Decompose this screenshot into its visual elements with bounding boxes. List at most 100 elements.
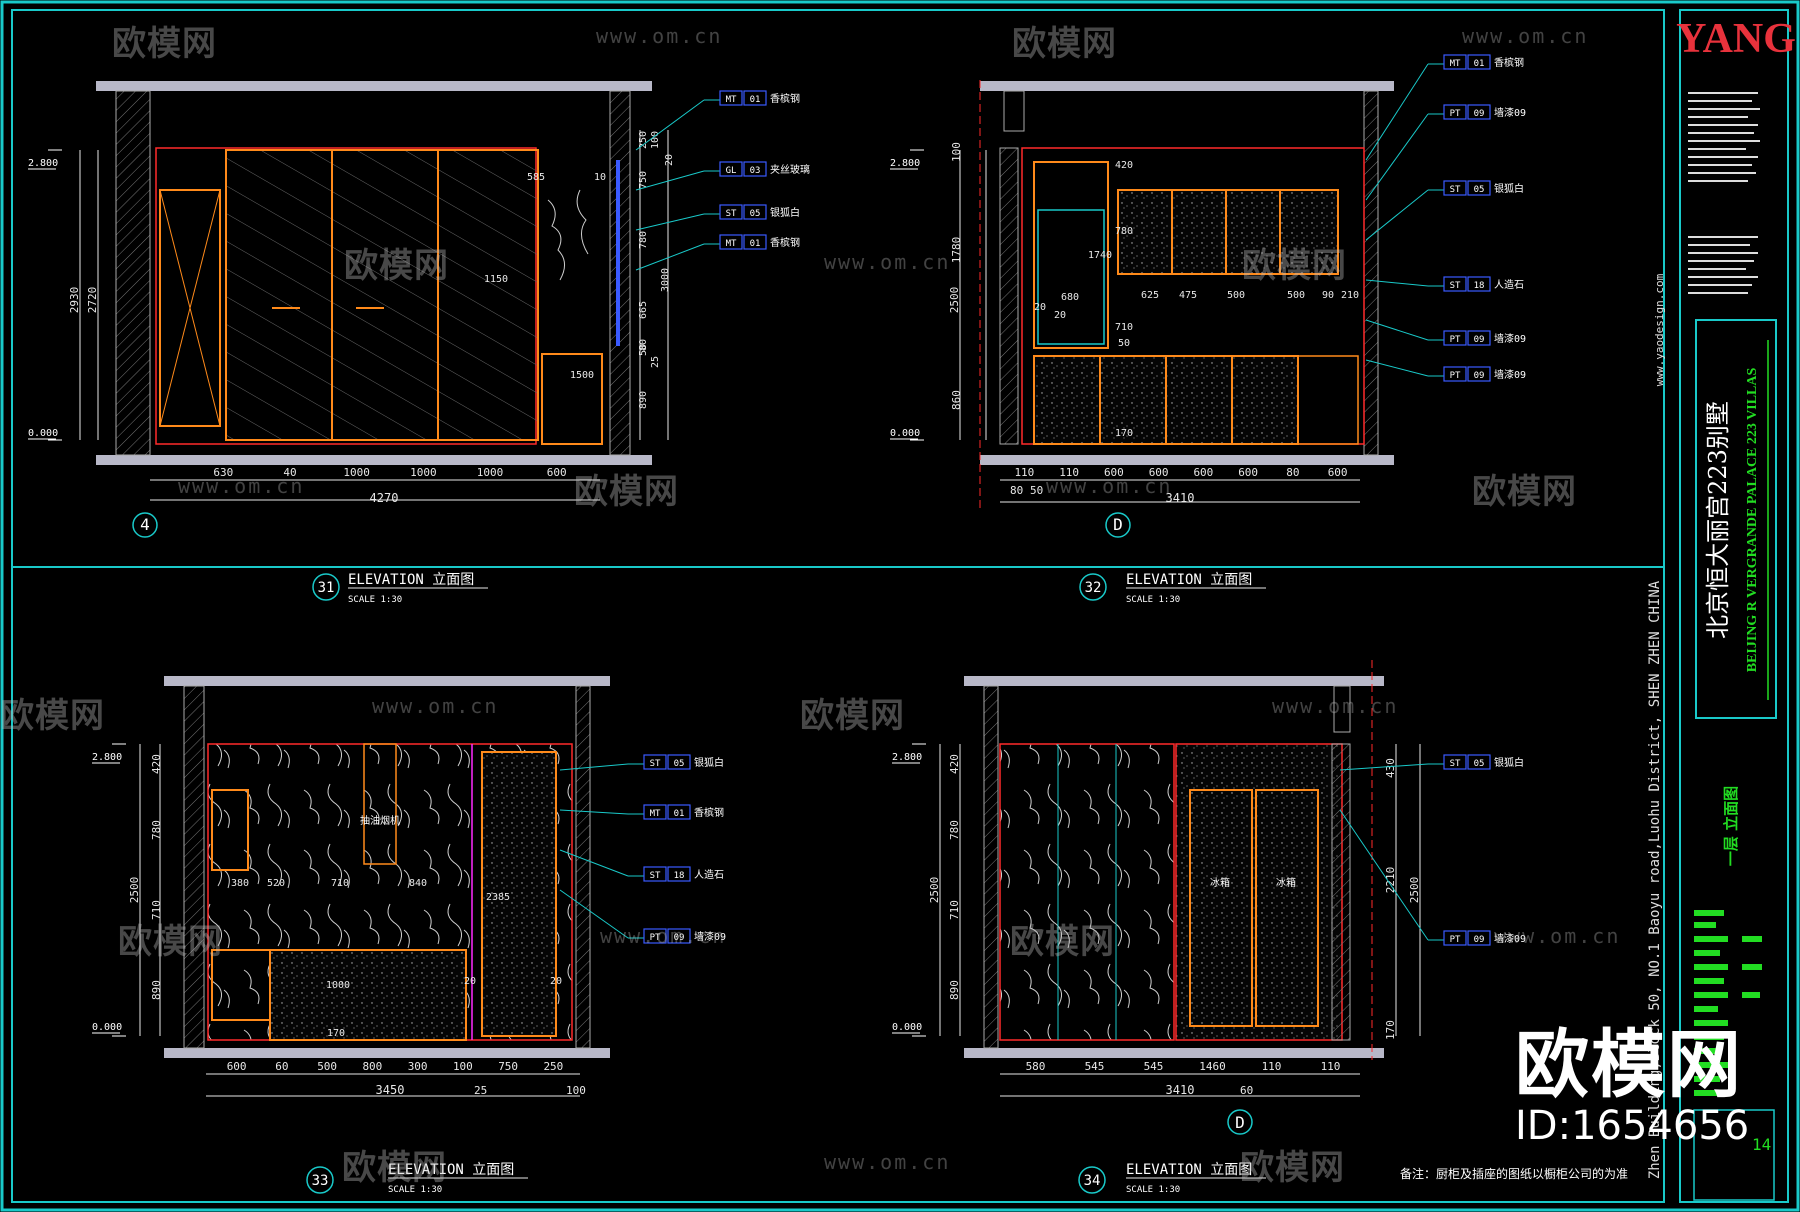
watermark-url: www.om.cn [178,474,305,498]
dimension-label: 3000 [660,268,671,292]
watermark-url: www.om.cn [824,250,951,274]
dimension-label: 750 [498,1060,518,1073]
dimension-label: 100 [566,1084,586,1097]
elevation-title: ELEVATION 立面图 [1126,1162,1252,1178]
dimension-label: 475 [1179,290,1197,301]
material-label: 银狐白 [770,206,800,219]
dimension-label: 60 [1240,1084,1253,1097]
elevation-number: 31 [318,580,335,596]
material-label: 人造石 [1494,278,1524,291]
dimension-label: 890 [948,980,961,1000]
watermark-brand-large: 欧模网 [1515,1022,1743,1108]
wall-right [1363,90,1379,456]
wall-left [983,685,999,1049]
elevation-33 [139,676,610,1097]
elevation-34 [939,660,1421,1135]
elevation-title: ELEVATION 立面图 [1126,572,1252,588]
door-panel [331,149,439,441]
dimension-label: 520 [267,878,285,889]
dimension-label: 780 [638,231,649,249]
wall-right [1331,743,1351,1041]
material-code-box [1443,180,1467,196]
material-code-box [643,804,667,820]
material-label: 银狐白 [1494,182,1524,195]
material-code: ST [650,871,661,881]
dimension-label: 170 [1115,428,1133,439]
dimension-label: 380 [231,878,249,889]
tag-leader [635,213,705,231]
dimension-label: 710 [150,900,163,920]
dimension-label: 710 [1115,322,1133,333]
tag-leader [1365,319,1429,341]
material-number: 18 [1474,281,1485,291]
dimension-label: 890 [638,391,649,409]
dimension-label: 1780 [950,237,963,264]
dimension-label: 2210 [1384,867,1397,894]
material-number-box [1467,104,1491,120]
dimension-label: 600 [1238,466,1258,479]
slab-top [964,676,1384,686]
material-number: 05 [1474,185,1485,195]
material-label: 墙漆09 [1494,106,1526,119]
dimension-label: 630 [213,466,233,479]
level-marker: 0.000 [92,1022,122,1033]
dimension-label: 585 [527,172,545,183]
wall-left [115,90,151,456]
dimension-label: 60 [275,1060,288,1073]
beam [1003,90,1025,132]
level-marker: 0.000 [890,428,920,439]
level-marker: 0.000 [28,428,58,439]
tall-storage [1175,743,1343,1041]
dimension-label: 600 [1193,466,1213,479]
slab-bottom [164,1048,610,1058]
material-code-box [643,866,667,882]
material-code: PT [650,933,661,943]
title-website: www.yaodesign.com [1653,273,1666,386]
dimension-label: 2500 [1408,877,1421,904]
material-number: 05 [750,209,761,219]
tag-leader [1339,763,1429,771]
wall-left [183,685,205,1049]
title-address: Zhen Building,Block 50, NO.1 Baoyu road,… [1647,580,1663,1179]
dimension-label: 20 [664,154,675,166]
material-code: MT [1450,59,1461,69]
elevation-scale: SCALE 1:30 [348,595,402,605]
material-code-box [1443,276,1467,292]
material-code: PT [1450,371,1461,381]
dimension-label: 840 [409,878,427,889]
material-number: 09 [1474,109,1485,119]
dimension-label: 40 [283,466,296,479]
window-frame [1033,161,1109,349]
dimension-label: 250 [638,131,649,149]
material-number: 01 [750,239,761,249]
tag-leader [635,170,705,191]
watermark-url: www.om.cn [824,1150,951,1174]
dimension-label: 50 [638,344,649,356]
low-cabinet [541,353,603,445]
watermark-url: www.om.cn [600,924,727,948]
range-hood [363,743,397,865]
tag-leader [1339,809,1429,941]
sheet-number: 14 [1752,1135,1771,1154]
slab-bottom [964,1048,1384,1058]
dimension-label: 110 [1262,1060,1282,1073]
dimension-label: 25 [474,1084,487,1097]
watermark-url: www.om.cn [1046,474,1173,498]
material-code-box [1443,754,1467,770]
dimension-label: 170 [1384,1020,1397,1040]
title-block: YANG www.yaodesign.com 北京恒大丽宫223别墅 BEIJI… [1647,9,1796,1203]
material-number-box [1467,330,1491,346]
material-number-box [1467,754,1491,770]
dimension-label: 110 [1014,466,1034,479]
upper-cabinets [1117,189,1339,275]
dimension-label: 780 [948,820,961,840]
dimension-label: 420 [948,754,961,774]
dimension-label: 20 [1034,302,1046,313]
material-code-box [643,754,667,770]
material-code-box [719,161,743,177]
material-label: 人造石 [694,868,724,881]
watermark-url: www.om.cn [1494,924,1621,948]
dimension-label: 600 [1328,466,1348,479]
tag-leader [1365,113,1429,201]
